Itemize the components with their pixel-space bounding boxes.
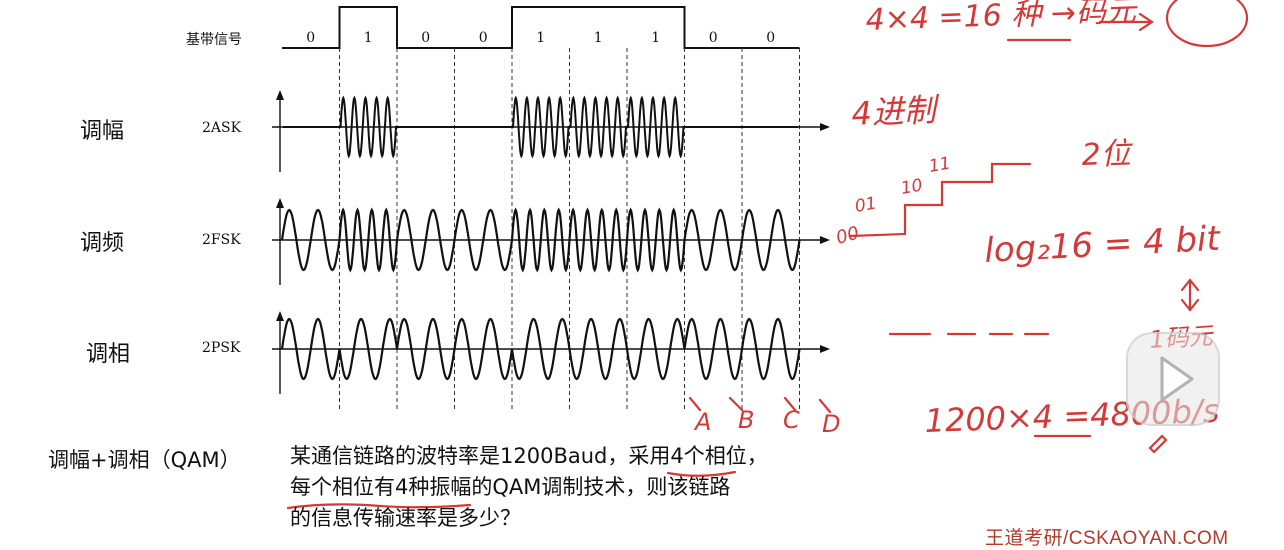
question-text: 某通信链路的波特率是1200Baud，采用4个相位， 每个相位有4种振幅的QAM…: [290, 441, 850, 534]
row-label-pm: 调相: [86, 342, 131, 367]
row-code-ask: 2ASK: [202, 120, 242, 136]
bit-label: 0: [479, 30, 488, 46]
watermark: 王道考研/CSKAOYAN.COM: [985, 528, 1229, 549]
hand-level-00: 00: [834, 223, 862, 249]
baseband-line: [282, 6, 800, 49]
question-line-1: 某通信链路的波特率是1200Baud，采用4个相位，: [290, 444, 768, 468]
ask-waveform: [283, 95, 799, 159]
question-line-2: 每个相位有4种振幅的QAM调制技术，则该链路: [290, 475, 731, 499]
bit-labels: 0 1 0 0 1 1 1 0 0: [306, 30, 775, 46]
arrow-right: [1098, 12, 1154, 32]
axis-y-arrow: [276, 90, 284, 100]
handwritten-annotations: [286, 0, 1249, 510]
hand-level-01: 01: [853, 193, 878, 216]
circle-symbol: [1165, 0, 1249, 48]
bit-label: 0: [306, 30, 315, 46]
double-arrow: [1180, 278, 1200, 312]
bit-label: 0: [766, 30, 775, 46]
underline-phase: [666, 470, 737, 477]
psk-waveform: [280, 317, 801, 381]
baseband-label: 基带信号: [186, 32, 242, 48]
play-icon: [1160, 356, 1194, 402]
waveform-axes: [272, 90, 830, 394]
hand-letter-d: D: [822, 410, 840, 438]
axis-x-arrow: [820, 236, 830, 244]
question-line-3: 的信息传输速率是多少？: [290, 506, 521, 530]
axis-x-arrow: [820, 123, 830, 131]
bit-label: 0: [421, 30, 430, 46]
hand-letter-b: B: [738, 406, 754, 434]
bit-label: 1: [594, 30, 603, 46]
qam-label: 调幅+调相（QAM）: [48, 448, 241, 472]
abcd-ticks: [688, 396, 832, 414]
hand-level-11: 11: [927, 153, 952, 176]
play-button[interactable]: [1126, 332, 1220, 426]
row-label-fm: 调频: [80, 231, 125, 256]
hand-letter-a: A: [693, 408, 711, 436]
baseband-signal: [282, 6, 800, 49]
pen-cursor: [1148, 434, 1168, 454]
row-code-fsk: 2FSK: [202, 232, 241, 248]
hand-quaternary: 4进制: [850, 90, 941, 133]
underline-amplitude: [286, 503, 472, 510]
fsk-waveform: [280, 207, 801, 273]
axis-y-arrow: [276, 198, 284, 208]
hand-letter-c: C: [783, 406, 800, 434]
axis-x-arrow: [820, 345, 830, 353]
row-label-am: 调幅: [80, 119, 125, 144]
bit-label: 1: [536, 30, 545, 46]
hand-two-bits: 2位: [1081, 136, 1134, 173]
bit-label: 0: [709, 30, 718, 46]
hand-log-formula: log₂16 = 4 bit: [983, 219, 1222, 271]
staircase-levels: [848, 162, 1032, 238]
bit-label: 1: [364, 30, 373, 46]
row-code-psk: 2PSK: [202, 340, 241, 356]
hand-level-10: 10: [899, 175, 924, 198]
axis-y-arrow: [276, 311, 284, 321]
hand-formula-combinations: 4×4 =16 种 →码元: [865, 0, 1138, 38]
bit-label: 1: [651, 30, 660, 46]
